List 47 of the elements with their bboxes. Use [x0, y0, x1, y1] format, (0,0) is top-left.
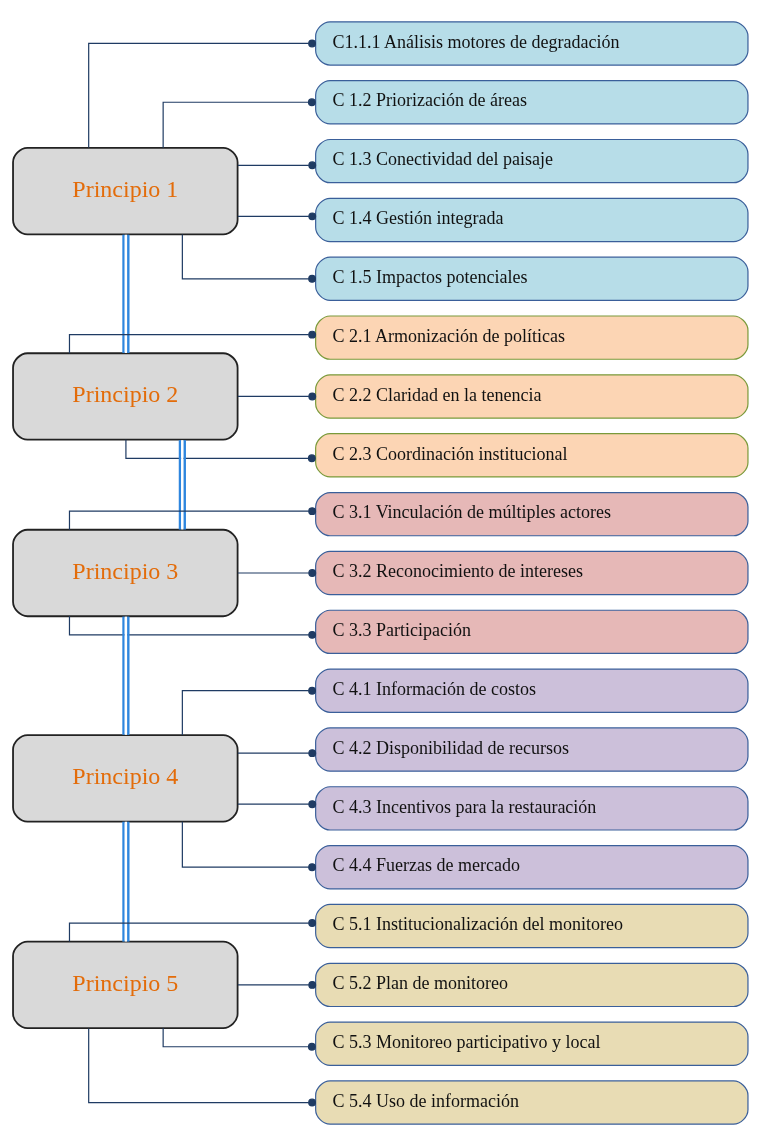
- connector: [237, 980, 317, 989]
- node-box: C 2.2 Claridad en la tenencia: [315, 373, 749, 419]
- node-box: C 3.1 Vinculación de múltiples actores: [315, 491, 749, 536]
- node-box: C1.1.1 Análisis motores de degradación: [315, 20, 749, 66]
- connector: [178, 439, 186, 530]
- connector: [162, 97, 316, 148]
- connector: [88, 1027, 317, 1107]
- node-box: C 5.1 Institucionalización del monitoreo: [315, 903, 749, 948]
- connector: [237, 568, 317, 577]
- node-box: C 1.4 Gestión integrada: [315, 197, 749, 242]
- node-box: C 4.1 Información de costos: [315, 667, 749, 713]
- node-box: Principio 3: [12, 528, 239, 617]
- connector: [88, 38, 317, 148]
- connector: [237, 799, 317, 808]
- connector: [181, 686, 317, 736]
- connector: [237, 748, 317, 757]
- node-box: C 1.3 Conectividad del paisaje: [315, 138, 749, 183]
- node-box: Principio 2: [12, 351, 239, 441]
- connector: [237, 392, 317, 400]
- node-box: C 5.2 Plan de monitoreo: [315, 962, 749, 1007]
- node-box: Principio 4: [12, 733, 239, 822]
- connector: [68, 506, 317, 530]
- node-box: Principio 1: [12, 146, 239, 235]
- node-box: C 2.1 Armonización de políticas: [315, 314, 749, 360]
- node-box: C 5.4 Uso de información: [315, 1079, 749, 1125]
- connector: [122, 616, 130, 735]
- connector: [237, 160, 317, 169]
- connector: [68, 330, 317, 354]
- connector: [122, 234, 130, 353]
- connector: [122, 821, 130, 942]
- node-box: C 5.3 Monitoreo participativo y local: [315, 1021, 749, 1066]
- node-box: C 1.5 Impactos potenciales: [315, 256, 749, 301]
- connector: [125, 438, 316, 462]
- connector: [162, 1027, 316, 1051]
- node-box: C 3.3 Participación: [315, 609, 749, 654]
- node-box: C 2.3 Coordinación institucional: [315, 432, 749, 478]
- node-box: C 1.2 Priorización de áreas: [315, 79, 749, 124]
- connector: [181, 820, 317, 871]
- connector: [181, 233, 317, 283]
- connector: [237, 211, 317, 220]
- node-box: Principio 5: [12, 940, 239, 1029]
- node-box: C 4.2 Disponibilidad de recursos: [315, 726, 749, 772]
- node-box: C 4.4 Fuerzas de mercado: [315, 844, 749, 889]
- node-box: C 3.2 Reconocimiento de intereses: [315, 550, 749, 595]
- connector: [68, 615, 317, 639]
- node-box: C 4.3 Incentivos para la restauración: [315, 785, 749, 831]
- connector: [68, 918, 317, 942]
